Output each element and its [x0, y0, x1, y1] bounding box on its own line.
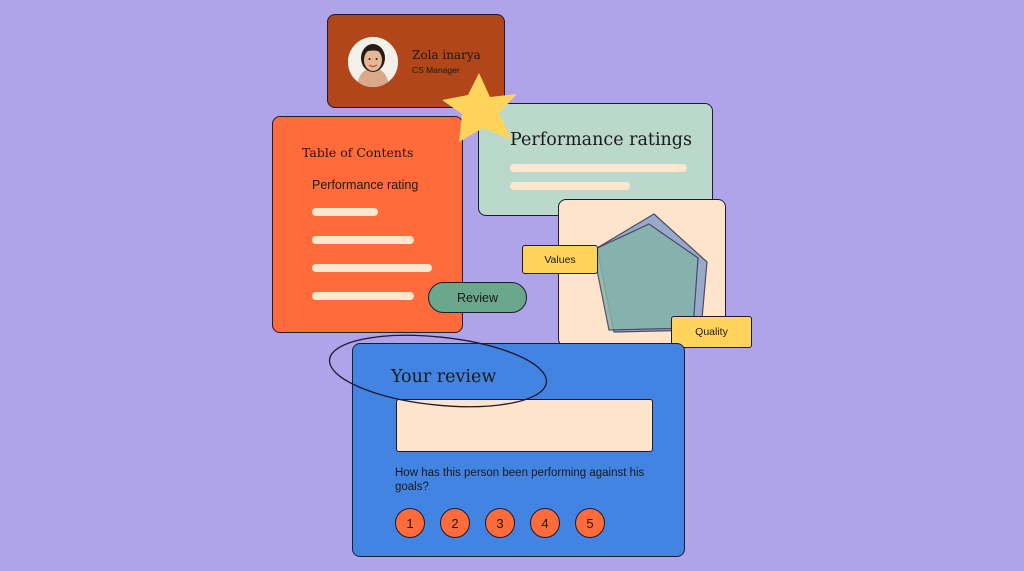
radar-shape-front — [592, 223, 699, 331]
performance-ratings-card: Performance ratings — [478, 103, 713, 216]
table-of-contents-card: Table of Contents Performance rating — [272, 116, 463, 333]
toc-line-3 — [312, 264, 432, 272]
toc-line-1 — [312, 208, 378, 216]
your-review-title: Your review — [391, 367, 497, 387]
toc-item-performance-rating[interactable]: Performance rating — [312, 178, 419, 192]
toc-title: Table of Contents — [302, 145, 414, 160]
review-text-input[interactable] — [396, 399, 653, 452]
performance-ratings-title: Performance ratings — [510, 130, 692, 150]
avatar — [348, 37, 398, 87]
perf-text-line-2 — [510, 182, 630, 190]
perf-text-line-1 — [510, 164, 687, 172]
review-question: How has this person been performing agai… — [395, 467, 645, 493]
toc-line-4 — [312, 292, 414, 300]
your-review-card: Your review How has this person been per… — [352, 343, 685, 557]
toc-line-2 — [312, 236, 414, 244]
rating-button-5[interactable]: 5 — [575, 508, 605, 538]
radar-chart — [592, 213, 708, 333]
rating-button-3[interactable]: 3 — [485, 508, 515, 538]
quality-tag: Quality — [671, 316, 752, 348]
values-tag: Values — [522, 245, 598, 274]
review-button[interactable]: Review — [428, 282, 527, 313]
profile-role: CS Manager — [412, 65, 460, 75]
rating-button-4[interactable]: 4 — [530, 508, 560, 538]
rating-button-2[interactable]: 2 — [440, 508, 470, 538]
rating-button-1[interactable]: 1 — [395, 508, 425, 538]
profile-card: Zola inarya CS Manager — [327, 14, 505, 108]
profile-name: Zola inarya — [412, 48, 481, 62]
